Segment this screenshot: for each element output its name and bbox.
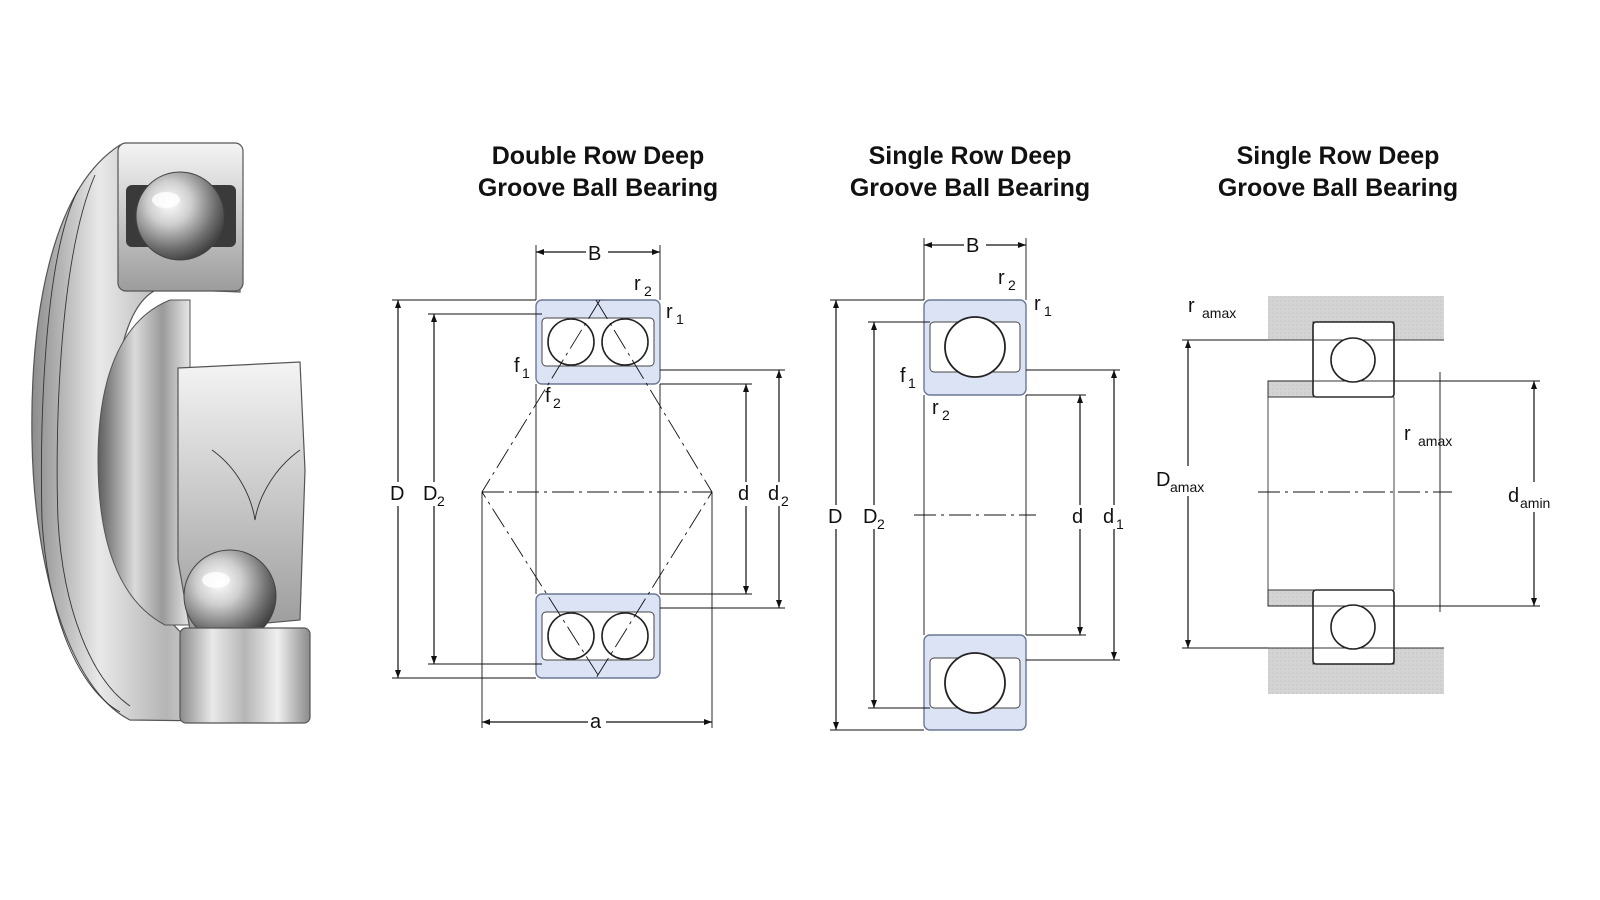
title-double-row-line1: Double Row Deep (491, 142, 705, 170)
mount-label-Damax-sub: amax (1170, 479, 1204, 495)
single-row-label-r2-bottom-sub: 2 (942, 407, 950, 423)
single-row-label-r2-top: r (998, 267, 1005, 289)
bearing-cutaway-illustration (31, 142, 311, 724)
double-row-label-r2-sub: 2 (644, 283, 652, 299)
single-row-label-d1-sub: 1 (1116, 516, 1124, 532)
mount-label-ramax-top-sub: amax (1202, 305, 1236, 321)
double-row-lower-ball-left (547, 612, 595, 660)
single-row-label-f1: f (900, 365, 906, 387)
title-mounting-line2: Groove Ball Bearing (1217, 174, 1459, 202)
single-row-label-d1: d (1103, 506, 1114, 528)
single-row-label-r1: r (1034, 293, 1041, 315)
mount-label-Damax: D (1156, 469, 1170, 491)
double-row-label-a: a (590, 711, 602, 733)
title-mounting-line1: Single Row Deep (1236, 142, 1440, 170)
title-single-row-line1: Single Row Deep (868, 142, 1072, 170)
single-row-lower-ball (944, 652, 1006, 714)
double-row-label-r1: r (666, 301, 673, 323)
bore-surface (97, 299, 191, 626)
outer-face-groove-2 (56, 174, 131, 707)
double-row-label-r2: r (634, 273, 641, 295)
double-row-label-d: d (738, 483, 749, 505)
title-double-row: Double Row Deep Groove Ball Bearing (438, 140, 758, 204)
single-row-label-r2-top-sub: 2 (1008, 277, 1016, 293)
mount-label-ramax-inner-sub: amax (1418, 433, 1452, 449)
title-single-row: Single Row Deep Groove Ball Bearing (810, 140, 1130, 204)
single-row-label-B: B (966, 235, 979, 257)
double-row-label-D: D (390, 483, 404, 505)
double-row-upper-ball-left (547, 318, 595, 366)
mount-label-ramax-top: r (1188, 295, 1195, 317)
outer-face-groove (41, 189, 121, 713)
double-row-label-d2-sub: 2 (781, 493, 789, 509)
double-row-label-D2-sub: 2 (437, 493, 445, 509)
bottom-ring-section (179, 627, 311, 724)
double-row-label-D2: D (423, 483, 437, 505)
mount-label-ramax-inner: r (1404, 423, 1411, 445)
double-row-label-r1-sub: 1 (676, 311, 684, 327)
single-row-label-D2: D (863, 506, 877, 528)
lower-ball-highlight (202, 572, 230, 588)
mount-lower-ball (1330, 604, 1376, 650)
top-ball (135, 171, 225, 261)
mount-label-damin: d (1508, 485, 1519, 507)
single-row-label-r1-sub: 1 (1044, 303, 1052, 319)
mounting-drawing: r amax D amax r amax d amin (1155, 295, 1566, 694)
single-row-label-D: D (828, 506, 842, 528)
single-row-label-r2-bottom: r (932, 397, 939, 419)
double-row-lower-ball-right (601, 612, 649, 660)
cage-profile (211, 449, 301, 521)
single-row-label-D2-sub: 2 (877, 516, 885, 532)
single-row-upper-ball (944, 316, 1006, 378)
double-row-label-f2-sub: 2 (553, 395, 561, 411)
top-ball-highlight (152, 192, 180, 208)
double-row-drawing: B D D 2 d d 2 a r 2 r 1 f 1 f 2 (388, 240, 794, 734)
double-row-label-d2: d (768, 483, 779, 505)
mount-label-damin-sub: amin (1520, 495, 1550, 511)
title-double-row-line2: Groove Ball Bearing (477, 174, 719, 202)
double-row-label-B: B (588, 243, 601, 265)
single-row-drawing: B D D 2 d d 1 r 2 r 1 f 1 r 2 (826, 233, 1129, 731)
double-row-label-f1: f (514, 355, 520, 377)
single-row-label-d: d (1072, 506, 1083, 528)
double-row-label-f2: f (545, 385, 551, 407)
double-row-label-f1-sub: 1 (522, 365, 530, 381)
title-single-row-line2: Groove Ball Bearing (849, 174, 1091, 202)
title-mounting: Single Row Deep Groove Ball Bearing (1178, 140, 1498, 204)
mount-upper-ball (1330, 337, 1376, 383)
double-row-upper-ball-right (601, 318, 649, 366)
single-row-label-f1-sub: 1 (908, 375, 916, 391)
